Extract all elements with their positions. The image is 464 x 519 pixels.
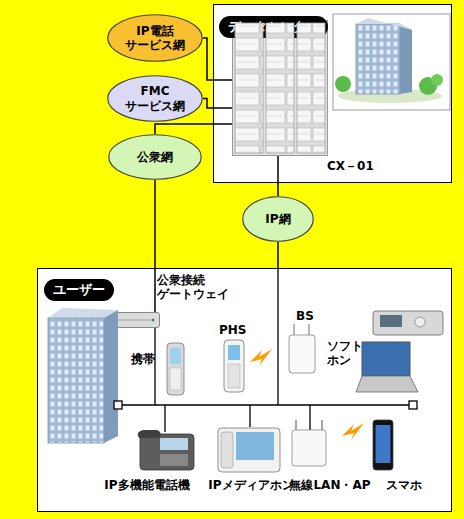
softphone-devices — [380, 315, 402, 327]
network-name: FMC サービス網 — [118, 84, 192, 113]
datacenter-building — [431, 74, 443, 86]
heading-pill: データセンター — [219, 16, 328, 38]
datacenter-building — [356, 18, 412, 30]
mobile-phone — [170, 348, 181, 364]
user-building — [48, 318, 104, 443]
softphone-devices — [356, 311, 443, 392]
lightning-symbol — [342, 423, 364, 440]
ip-phone — [138, 430, 161, 438]
mobile-phone — [170, 368, 181, 390]
user-building — [48, 308, 118, 318]
oval-outline — [108, 76, 203, 122]
network-link — [277, 156, 279, 196]
datacenter-building — [356, 24, 400, 94]
network-link — [203, 99, 232, 109]
ip-phone — [160, 438, 188, 450]
wireless-ap — [292, 430, 326, 466]
mobile-phone — [167, 343, 184, 395]
text-holder: IP網 — [242, 196, 314, 242]
phs-handset — [224, 340, 244, 392]
server-rack — [266, 23, 294, 153]
lan-wire — [249, 405, 250, 427]
ip-phone — [160, 454, 188, 466]
network-name: IP網 — [265, 212, 290, 226]
oval-outline — [109, 135, 202, 180]
server-rack: CX－01 — [232, 20, 328, 156]
gateway-device — [118, 320, 150, 321]
network-link — [154, 180, 156, 312]
lightning-symbol — [250, 349, 272, 366]
media-phone — [221, 432, 233, 468]
lan-wire — [114, 268, 417, 432]
ip-phone — [138, 430, 194, 470]
device-name: 公衆接続 ゲートウェイ — [157, 273, 239, 302]
network-oval: FMC サービス網 — [107, 75, 203, 122]
datacenter-building — [335, 76, 351, 92]
gateway-device — [118, 319, 155, 322]
phs-handset — [228, 345, 240, 360]
network-oval: IP電話 サービス網 — [107, 14, 203, 62]
datacenter-box: CX－01データセンター — [213, 4, 452, 183]
gateway-device — [152, 319, 155, 322]
oval-outline — [108, 15, 203, 62]
media-phone — [218, 428, 280, 472]
softphone-devices — [415, 317, 425, 327]
smartphone — [373, 420, 393, 470]
lan-wire — [309, 405, 310, 430]
lan-wire — [164, 405, 165, 432]
datacenter-building — [419, 77, 437, 95]
softphone-devices — [356, 376, 418, 392]
phs-handset — [224, 340, 244, 392]
softphone-devices — [362, 342, 410, 376]
smartphone — [376, 425, 391, 463]
network-oval: 公衆網 — [108, 134, 202, 180]
heading-pill: ユーザー — [44, 279, 114, 301]
server-rack — [297, 23, 325, 153]
user-building — [104, 310, 118, 443]
smartphone — [373, 420, 393, 470]
mobile-phone — [167, 343, 184, 395]
lan-wire — [277, 268, 278, 405]
lan-wire — [409, 401, 417, 409]
text-holder: 公衆網 — [108, 134, 202, 180]
media-phone — [236, 432, 274, 460]
base-station — [308, 324, 309, 336]
datacenter-building — [333, 14, 450, 110]
user-box: 公衆接続 ゲートウェイ ユーザー — [37, 268, 452, 512]
wireless-ap — [321, 420, 323, 432]
base-station — [289, 324, 315, 373]
network-name: IP電話 サービス網 — [118, 24, 192, 53]
network-link — [155, 124, 232, 134]
lan-wire — [114, 401, 122, 409]
wireless-ap — [295, 420, 297, 432]
oval-outline — [243, 197, 314, 242]
base-station — [289, 335, 315, 373]
datacenter-building — [333, 14, 450, 110]
lightning-symbol — [250, 349, 364, 440]
lan-wire — [122, 404, 409, 405]
datacenter-building — [338, 89, 442, 103]
user-building — [48, 308, 118, 443]
ip-phone — [140, 434, 194, 470]
phs-handset — [228, 364, 240, 388]
server-rack — [235, 23, 325, 153]
network-oval: IP網 — [242, 196, 314, 242]
text-holder: IP電話 サービス網 — [107, 14, 203, 62]
media-phone — [218, 428, 280, 472]
network-link — [203, 38, 232, 80]
lan-wire — [154, 328, 155, 405]
gateway-device: 公衆接続 ゲートウェイ — [112, 312, 160, 328]
wireless-ap — [292, 420, 326, 466]
device-name: CX－01 — [327, 159, 374, 173]
text-holder: FMC サービス網 — [107, 75, 203, 122]
network-name: 公衆網 — [137, 150, 173, 164]
softphone-devices — [373, 311, 443, 335]
base-station — [293, 324, 294, 336]
datacenter-building — [400, 24, 412, 94]
network-link — [277, 242, 279, 268]
server-rack — [235, 23, 263, 153]
